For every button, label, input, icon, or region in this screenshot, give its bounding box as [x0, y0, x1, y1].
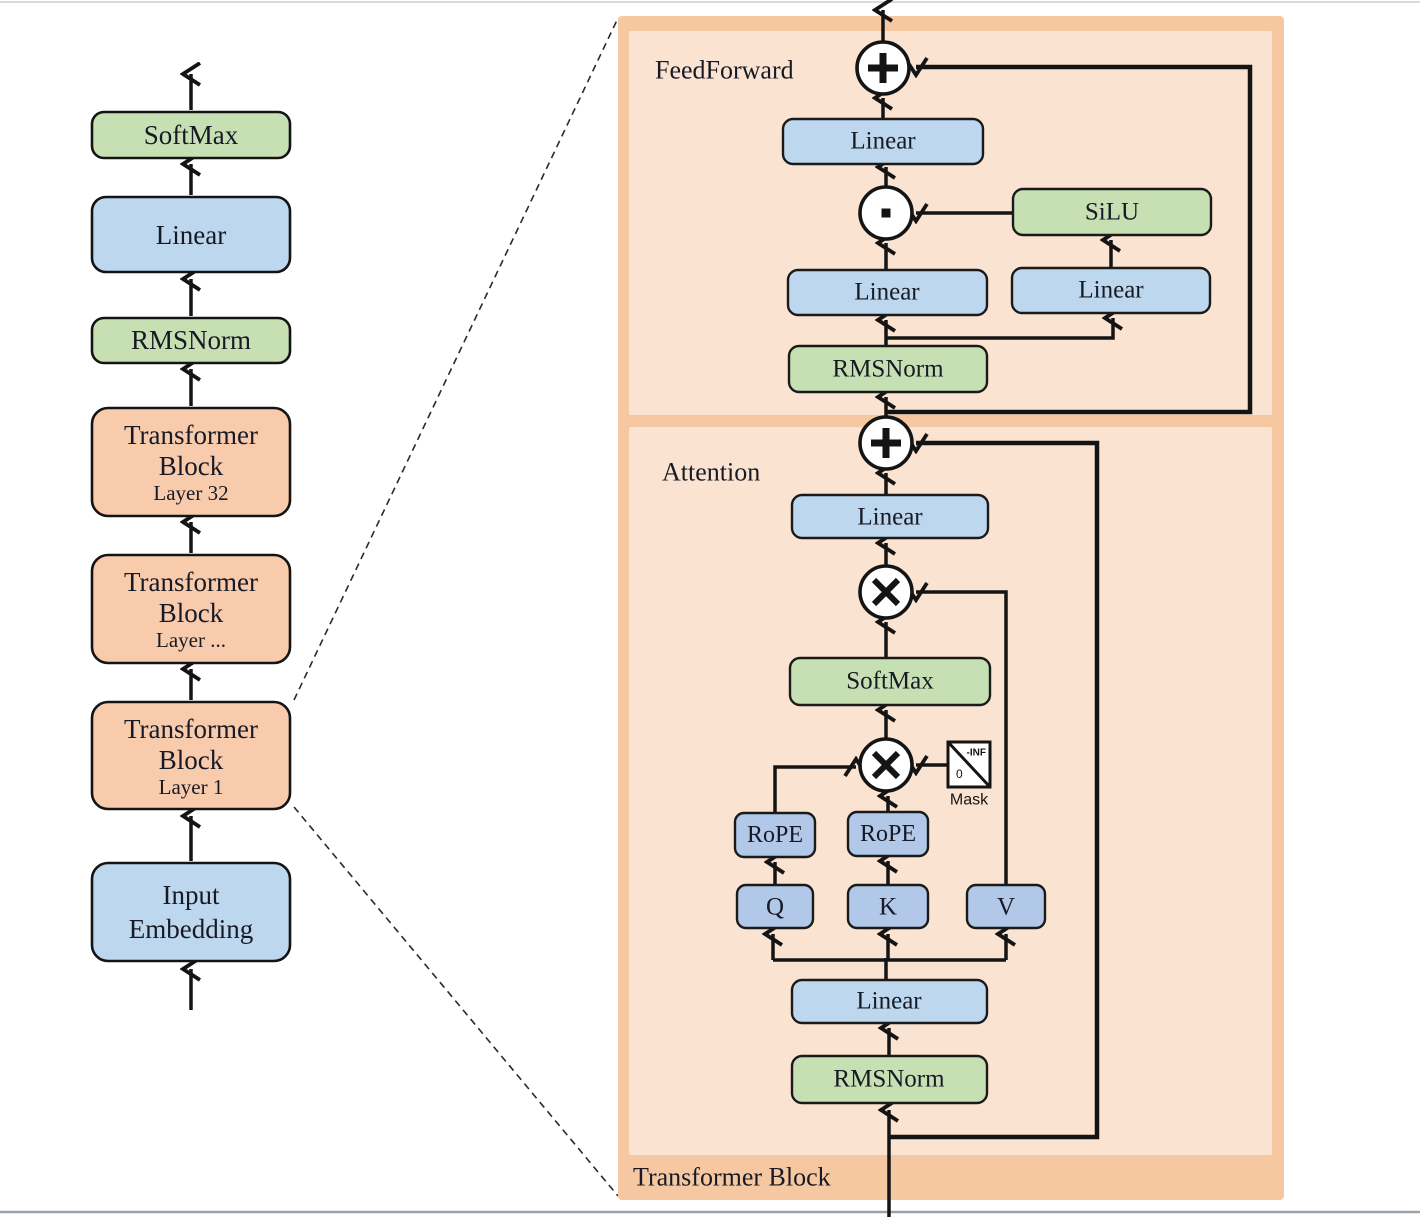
transformer-block-layer-dots: Transformer Block Layer ...: [90, 553, 292, 665]
ff-down-linear-block: [786, 268, 989, 317]
lm-head-linear-label: Linear: [156, 220, 226, 250]
attn-softmax-block: [788, 656, 992, 707]
mask-neg-inf-label: -INF: [967, 748, 986, 759]
rope-q-label: RoPE: [747, 822, 803, 848]
ff-gate-linear-label: Linear: [1078, 277, 1144, 304]
silu-label: SiLU: [1085, 199, 1139, 226]
attention-subpanel: [629, 427, 1272, 1155]
tb32-line2: Block: [159, 451, 224, 481]
rope-k-label: RoPE: [860, 821, 916, 847]
lm-head-linear-block: [90, 195, 292, 274]
attn-input-linear-block: [790, 978, 989, 1025]
mask-label: Mask: [950, 792, 989, 809]
mask-diagonal-line: [946, 740, 992, 789]
input-embedding-box: [90, 861, 292, 963]
attn-value-matmul-node: [858, 564, 914, 620]
ff-rmsnorm-block: [787, 344, 989, 394]
rope-k-block: [846, 810, 930, 858]
multiply-icon: [871, 750, 901, 780]
attention-residual-skip-line: [889, 443, 1100, 1140]
causal-mask-node: -INF 0 Mask: [946, 740, 992, 809]
attn-rmsnorm-label: RMSNorm: [833, 1066, 945, 1093]
k-label: K: [879, 894, 897, 921]
ff-add-node: [855, 40, 911, 96]
final-rmsnorm-block: [90, 316, 292, 365]
final-rmsnorm-label: RMSNorm: [131, 325, 251, 355]
q-label: Q: [766, 894, 784, 921]
attn-score-matmul-node: [858, 737, 914, 793]
tb1-line1: Transformer: [124, 714, 258, 744]
tbdots-line1: Transformer: [124, 567, 258, 597]
q-block: [735, 883, 815, 930]
model-stack-column: SoftMax Linear RMSNorm Transformer Block…: [90, 74, 292, 1010]
attn-rmsnorm-block: [790, 1054, 989, 1105]
softmax-label: SoftMax: [144, 120, 239, 150]
transformer-block-layer1: Transformer Block Layer 1: [90, 700, 292, 811]
zoom-connector-top-dashed-line: [293, 17, 619, 701]
attn-input-linear-label: Linear: [856, 988, 922, 1015]
transformer-block-layer32-box: [90, 406, 292, 518]
ff-output-linear-label: Linear: [850, 128, 916, 155]
mask-zero-label: 0: [956, 767, 963, 781]
attention-section-label: Attention: [662, 458, 760, 487]
plus-icon: [868, 53, 898, 83]
input-embedding-line2: Embedding: [129, 914, 253, 944]
tb1-layer-label: Layer 1: [159, 775, 224, 799]
k-block: [846, 883, 930, 930]
zoom-connector-bottom-dashed-line: [293, 806, 619, 1197]
rope-q-block: [733, 811, 817, 859]
transformer-block-layer-dots-box: [90, 553, 292, 665]
plus-icon: [871, 428, 901, 458]
ff-gate-linear-block: [1010, 266, 1212, 315]
silu-block: [1011, 187, 1213, 237]
v-to-matmul-line: [916, 592, 1008, 885]
ff-rmsnorm-branch-arrow: [886, 318, 1113, 340]
v-block: [965, 883, 1047, 930]
tb32-layer-label: Layer 32: [153, 481, 228, 505]
tb32-line1: Transformer: [124, 420, 258, 450]
transformer-block-panel: FeedForward Attention Transformer Block: [618, 10, 1284, 1217]
dot-icon: [881, 208, 891, 218]
ff-output-linear-block: [781, 117, 985, 166]
v-label: V: [997, 894, 1015, 921]
softmax-block: [90, 110, 292, 160]
rope-q-to-matmul-line: [773, 767, 856, 813]
ff-elementwise-product-node: [858, 185, 914, 241]
attn-softmax-label: SoftMax: [846, 668, 934, 695]
tbdots-line2: Block: [159, 598, 224, 628]
multiply-icon: [871, 577, 901, 607]
attn-output-linear-label: Linear: [857, 504, 923, 531]
transformer-block-layer32: Transformer Block Layer 32: [90, 406, 292, 518]
input-embedding-line1: Input: [163, 880, 220, 910]
attn-output-linear-block: [790, 493, 990, 540]
ff-rmsnorm-label: RMSNorm: [832, 356, 944, 383]
feedforward-residual-skip-line: [886, 67, 1253, 415]
feedforward-section-label: FeedForward: [655, 56, 794, 85]
transformer-block-layer1-box: [90, 700, 292, 811]
input-embedding-block: Input Embedding: [90, 861, 292, 963]
tbdots-layer-label: Layer ...: [156, 628, 226, 652]
transformer-block-panel-label: Transformer Block: [633, 1163, 831, 1192]
tb1-line2: Block: [159, 745, 224, 775]
attn-add-node: [858, 415, 914, 471]
ff-down-linear-label: Linear: [854, 279, 920, 306]
